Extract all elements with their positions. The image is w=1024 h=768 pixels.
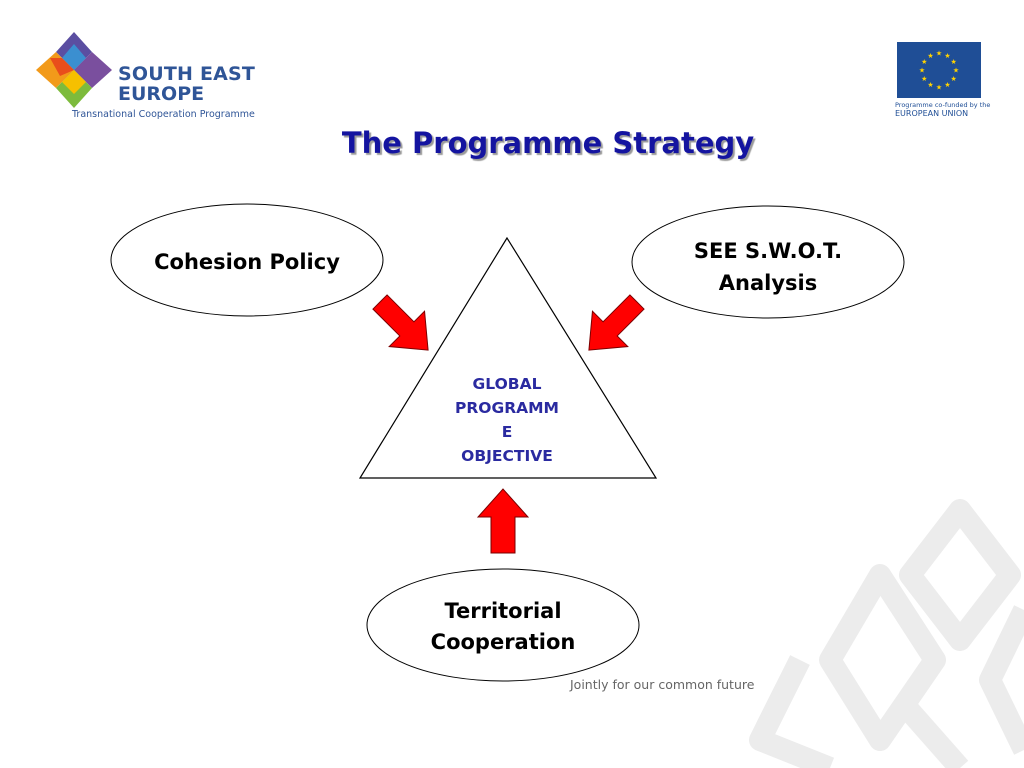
cohesion-node bbox=[110, 203, 384, 317]
center-label-line4: OBJECTIVE bbox=[461, 447, 553, 465]
swot-label-line1: SEE S.W.O.T. bbox=[694, 239, 842, 263]
flower-logo-icon bbox=[36, 32, 112, 108]
logo-subtitle: Transnational Cooperation Programme bbox=[72, 109, 255, 120]
center-label-line3: E bbox=[502, 423, 513, 441]
programme-logo: SOUTH EAST EUROPE Transnational Cooperat… bbox=[34, 28, 274, 128]
eu-star-icon: ★ bbox=[919, 67, 925, 75]
eu-star-icon: ★ bbox=[927, 52, 933, 60]
eu-caption-line2: EUROPEAN UNION bbox=[895, 109, 969, 118]
page-title: The Programme Strategy bbox=[341, 126, 755, 160]
eu-star-icon: ★ bbox=[951, 75, 957, 83]
eu-star-icon: ★ bbox=[921, 58, 927, 66]
swot-node bbox=[631, 205, 905, 319]
territorial-node bbox=[366, 568, 640, 682]
arrow-swot bbox=[588, 294, 645, 351]
eu-star-icon: ★ bbox=[944, 81, 950, 89]
territorial-label-line2: Cooperation bbox=[431, 630, 576, 654]
logo-title-line2: EUROPE bbox=[118, 83, 205, 105]
eu-caption-line1: Programme co-funded by the bbox=[895, 101, 991, 109]
eu-star-icon: ★ bbox=[927, 81, 933, 89]
swot-label-line2: Analysis bbox=[719, 271, 817, 295]
cohesion-label: Cohesion Policy bbox=[154, 250, 340, 274]
center-triangle bbox=[358, 236, 658, 479]
center-label-line2: PROGRAMM bbox=[455, 399, 559, 417]
arrow-territorial bbox=[476, 488, 530, 554]
footer-slogan: Jointly for our common future bbox=[570, 677, 755, 692]
center-label-line1: GLOBAL bbox=[473, 375, 542, 393]
eu-logo: ★★★★★★★★★★★★ Programme co-funded by the … bbox=[895, 42, 995, 122]
eu-star-icon: ★ bbox=[951, 58, 957, 66]
eu-star-icon: ★ bbox=[953, 67, 959, 75]
logo-title-line1: SOUTH EAST bbox=[118, 63, 256, 85]
eu-flag-icon: ★★★★★★★★★★★★ bbox=[897, 42, 981, 98]
eu-star-icon: ★ bbox=[944, 52, 950, 60]
arrow-cohesion bbox=[372, 294, 429, 351]
eu-star-icon: ★ bbox=[936, 84, 942, 92]
eu-star-icon: ★ bbox=[936, 50, 942, 58]
territorial-label-line1: Territorial bbox=[444, 599, 561, 623]
eu-star-icon: ★ bbox=[921, 75, 927, 83]
